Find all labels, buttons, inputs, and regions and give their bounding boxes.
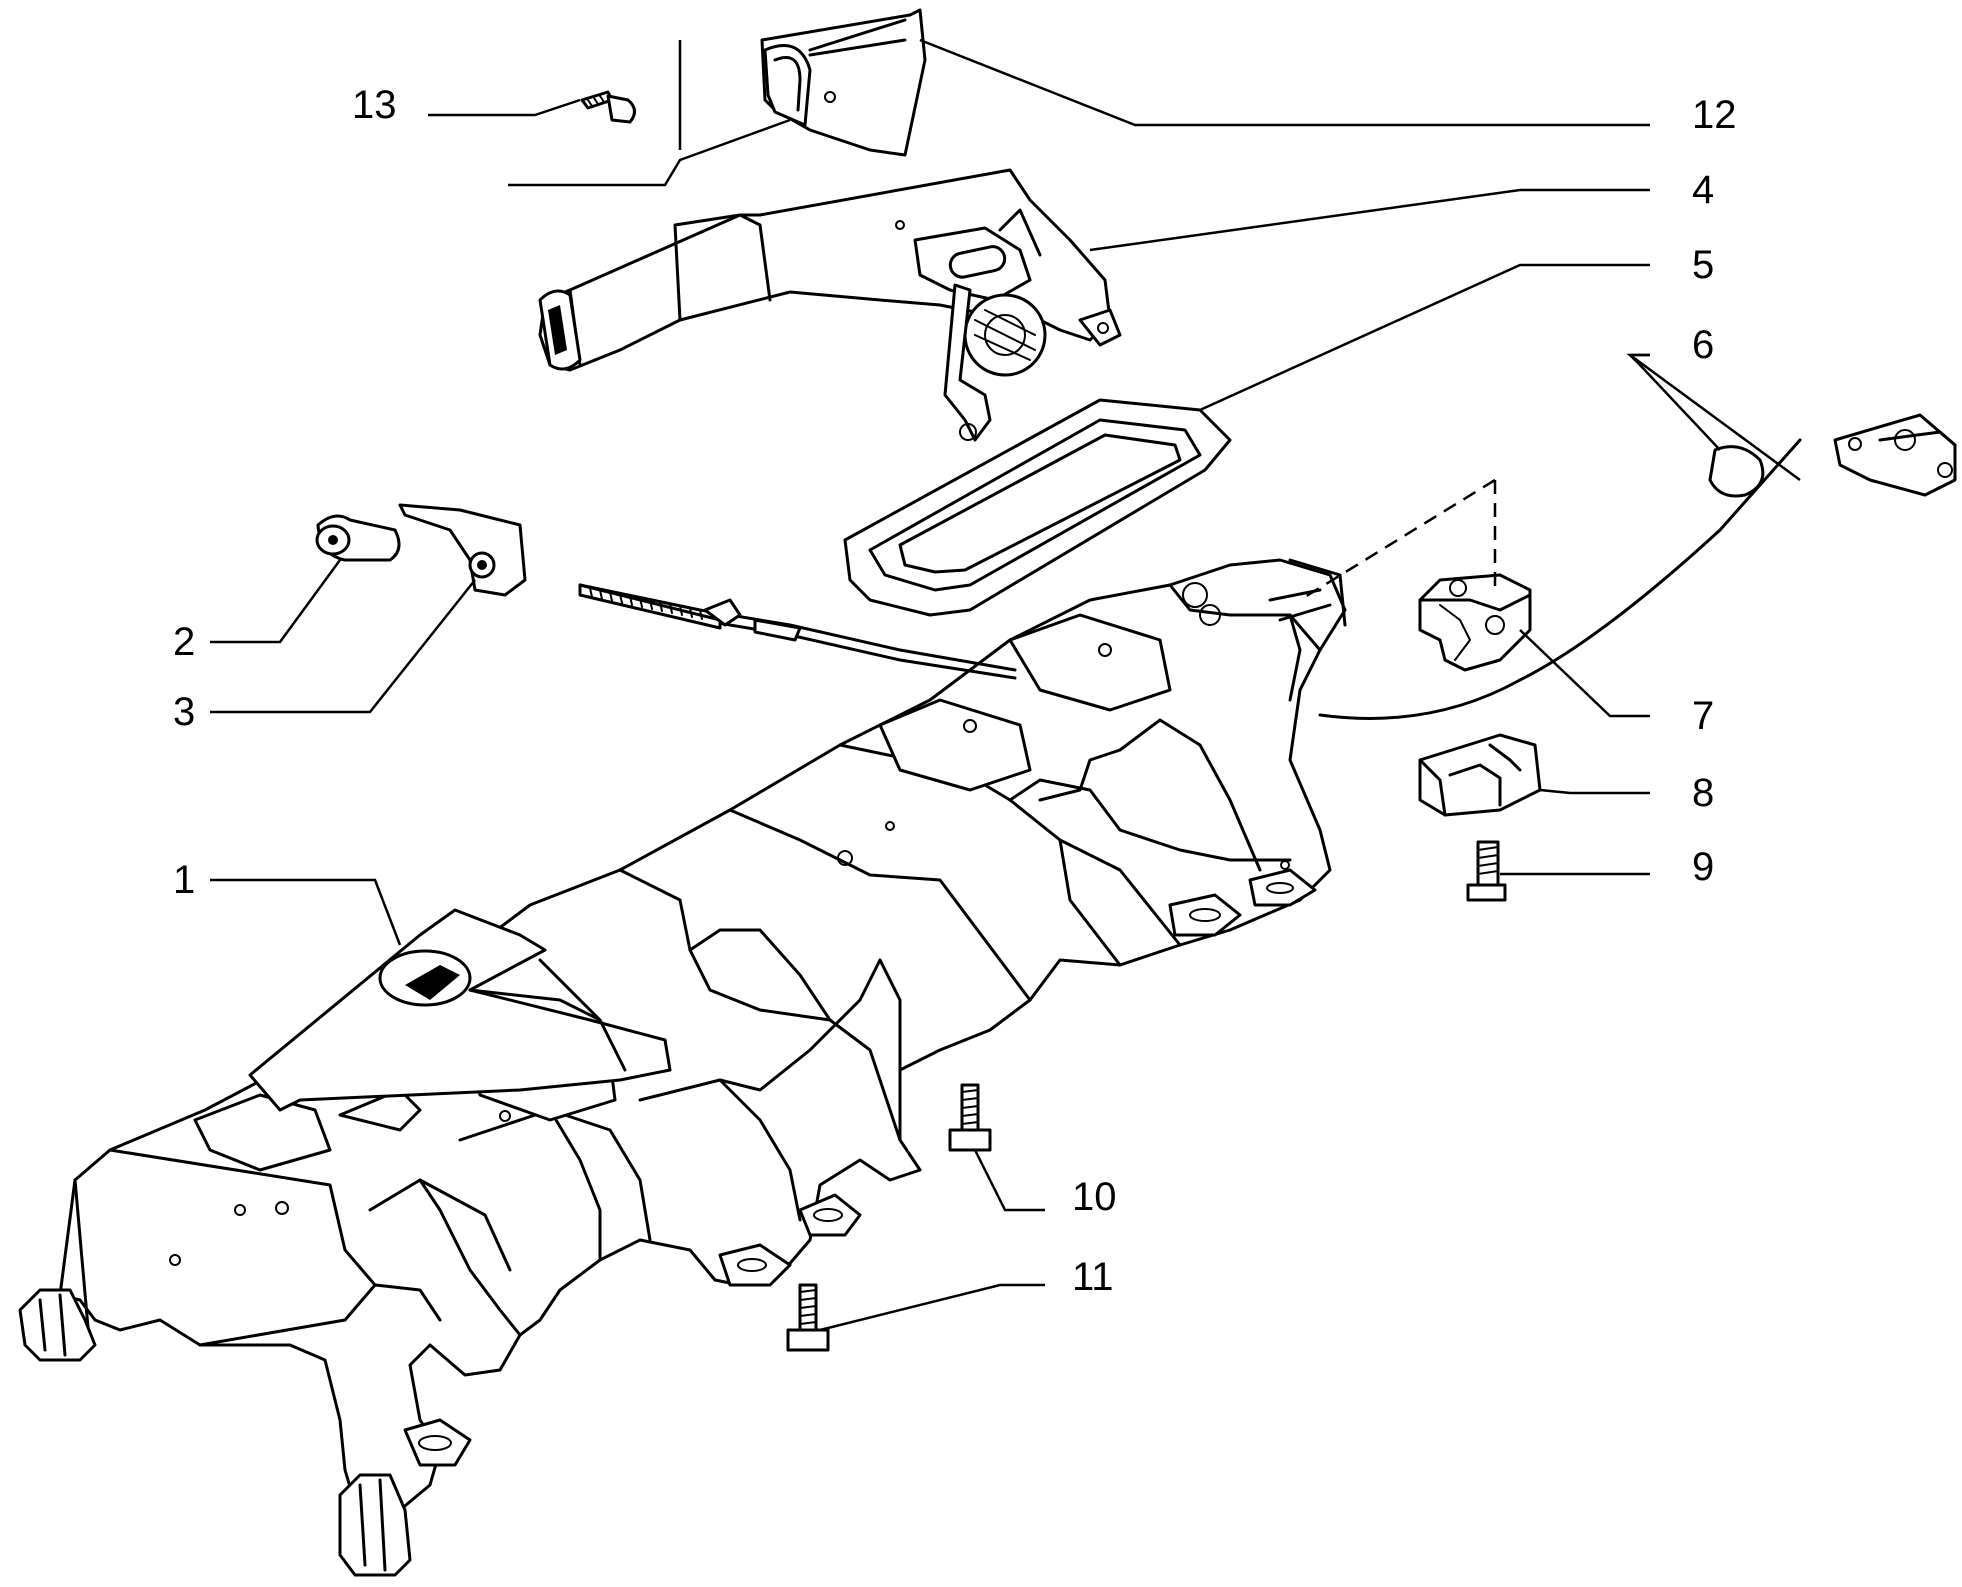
part-8-cable-clip — [1418, 733, 1542, 817]
part-11-screw — [786, 1283, 830, 1352]
callout-8: 8 — [1692, 771, 1714, 815]
part-12-boot-cover — [760, 8, 927, 157]
part-6-cable — [578, 413, 1957, 720]
callout-labels: 1 2 3 4 5 6 7 8 9 10 11 12 13 — [173, 83, 1737, 1299]
part-10-screw — [948, 1083, 992, 1152]
callout-2: 2 — [173, 620, 195, 664]
part-2-bush — [315, 514, 401, 562]
part-7-mount-bracket — [1418, 573, 1532, 672]
part-13-bolt — [580, 90, 636, 124]
callout-5: 5 — [1692, 243, 1714, 287]
callout-11: 11 — [1072, 1255, 1114, 1299]
callout-6: 6 — [1692, 323, 1714, 367]
callout-7: 7 — [1692, 694, 1714, 738]
callout-10: 10 — [1072, 1175, 1117, 1219]
part-1-tunnel-panel — [18, 558, 1347, 1577]
callout-3: 3 — [173, 690, 195, 734]
part-3-clip — [398, 503, 527, 597]
part-4-handbrake-lever — [538, 168, 1122, 442]
callout-13: 13 — [352, 83, 397, 127]
callout-1: 1 — [173, 858, 195, 902]
callout-12: 12 — [1692, 93, 1737, 137]
callout-4: 4 — [1692, 168, 1714, 212]
part-5-gaiter-frame — [843, 398, 1232, 617]
leader-lines — [210, 38, 1801, 1332]
part-9-bolt — [1466, 840, 1507, 902]
callout-9: 9 — [1692, 845, 1714, 889]
